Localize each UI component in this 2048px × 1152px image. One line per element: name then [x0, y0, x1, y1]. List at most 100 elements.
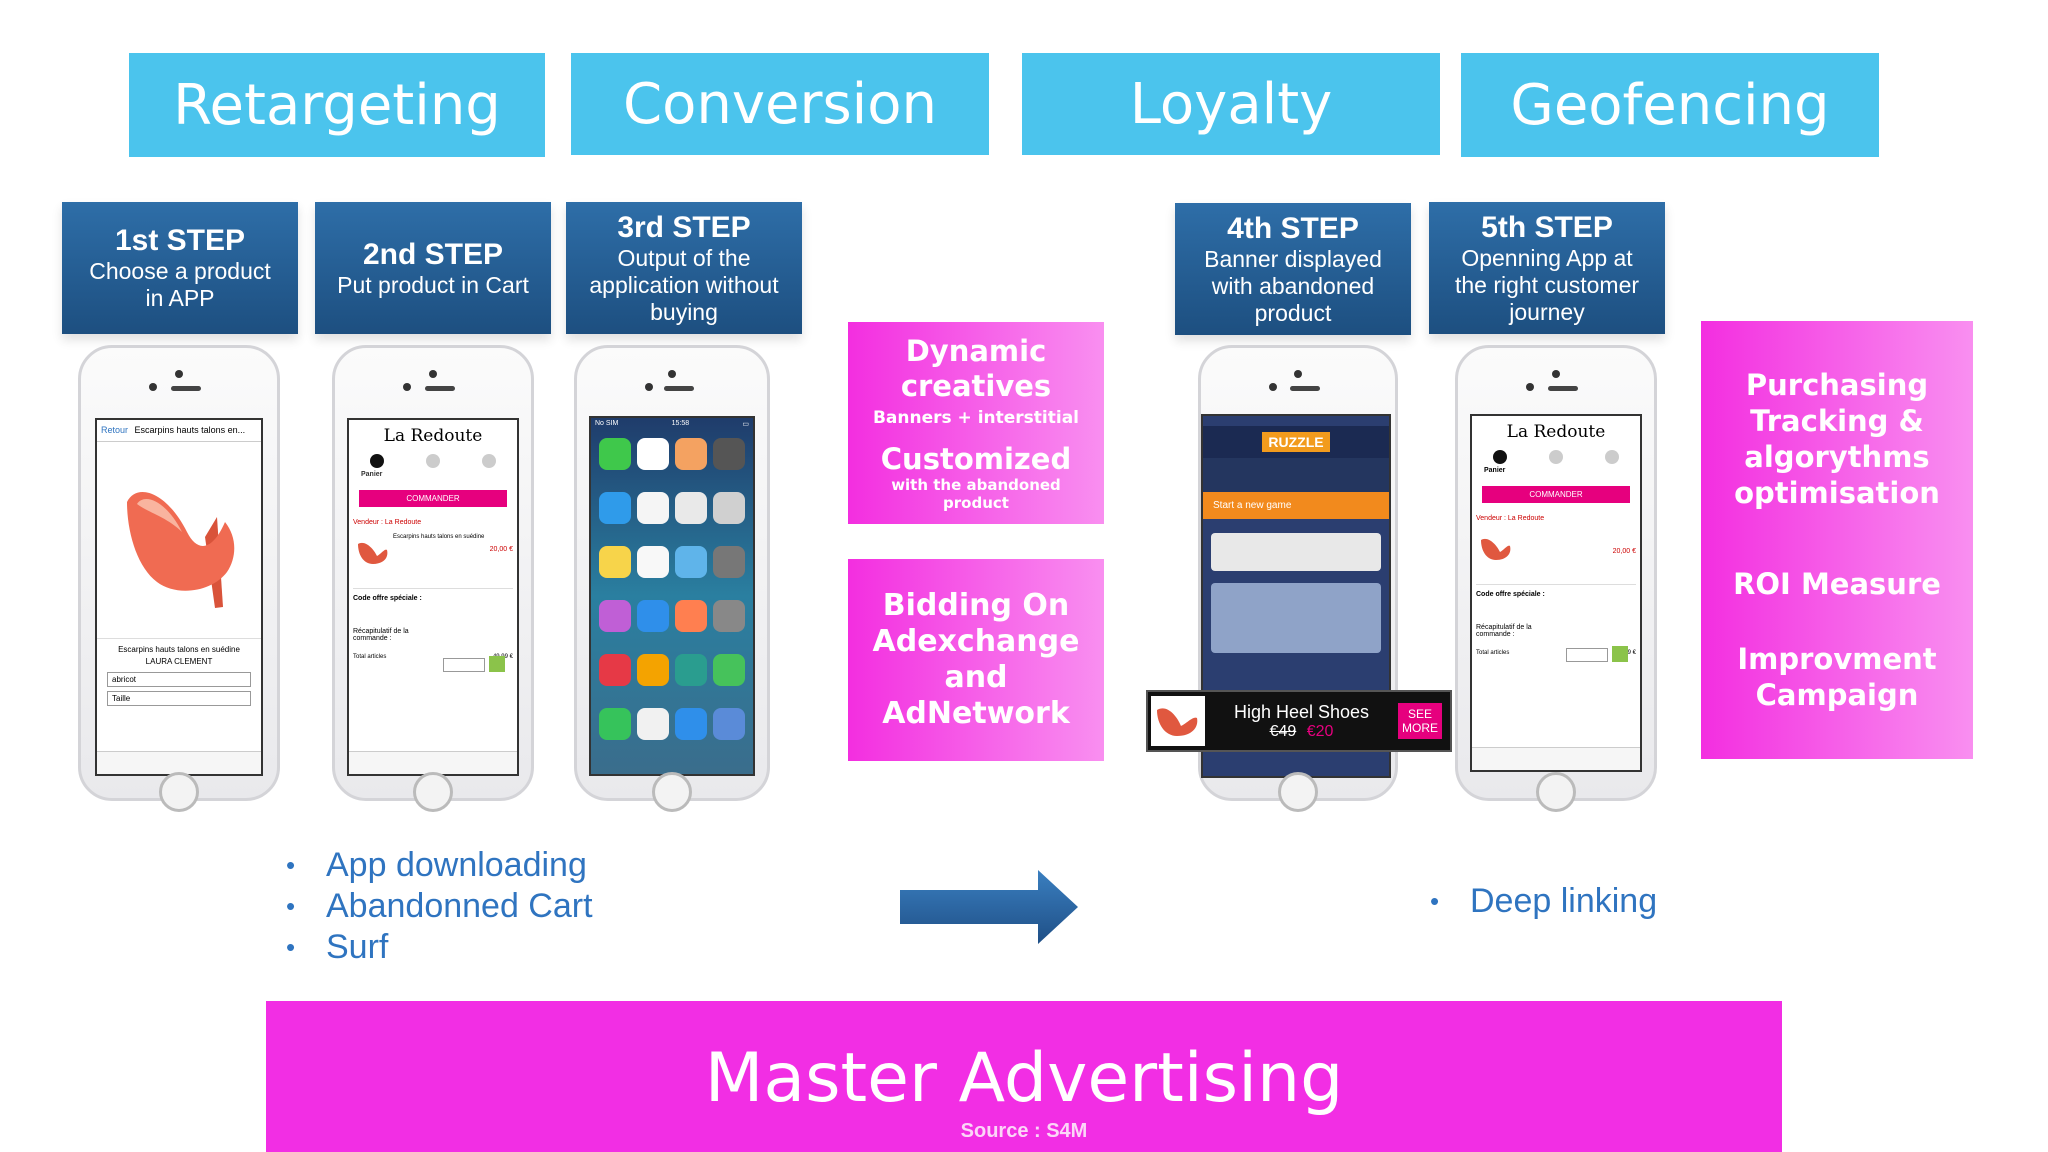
banner-shoe-thumb: [1151, 696, 1205, 746]
app-icon[interactable]: [637, 600, 669, 632]
tracking-box: Purchasing Tracking & algorythms optimis…: [1701, 321, 1973, 759]
app-icon[interactable]: [599, 546, 631, 578]
speaker-icon: [425, 386, 455, 391]
code-offer-label: Code offre spéciale :: [1476, 584, 1636, 598]
bidding-box: Bidding On Adexchange and AdNetwork: [848, 559, 1104, 761]
app-icon[interactable]: [675, 492, 707, 524]
app-icon[interactable]: [637, 654, 669, 686]
bullet-item: Abandonned Cart: [286, 886, 593, 927]
camera-icon: [175, 370, 183, 378]
app-icon[interactable]: [637, 708, 669, 740]
app-icon[interactable]: [675, 708, 707, 740]
category-label: Loyalty: [1129, 71, 1333, 137]
game-toolbar: [1203, 458, 1389, 492]
category-loyalty: Loyalty: [1022, 53, 1440, 155]
step-desc: Choose a product in APP: [89, 258, 271, 311]
camera-icon: [1552, 370, 1560, 378]
app-icon[interactable]: [599, 708, 631, 740]
sensor-dot: [149, 383, 157, 391]
color-select[interactable]: abricot: [107, 672, 251, 687]
see-more-button[interactable]: SEE MORE: [1398, 703, 1442, 739]
camera-icon: [1294, 370, 1302, 378]
home-button[interactable]: [413, 772, 453, 812]
category-geofencing: Geofencing: [1461, 53, 1879, 157]
banner-ad[interactable]: High Heel Shoes €49 €20 SEE MORE: [1146, 690, 1452, 752]
improvment-text: Improvment Campaign: [1737, 642, 1937, 712]
start-game-button[interactable]: Start a new game: [1203, 492, 1389, 519]
app-icon[interactable]: [599, 438, 631, 470]
app-icon[interactable]: [599, 600, 631, 632]
shoe-body: [127, 492, 235, 591]
commander-button[interactable]: COMMANDER: [359, 490, 507, 507]
app-icon[interactable]: [713, 654, 745, 686]
app-icon[interactable]: [599, 654, 631, 686]
app-icon[interactable]: [637, 492, 669, 524]
code-input[interactable]: [443, 658, 485, 672]
speaker-icon: [1548, 386, 1578, 391]
bottom-tabbar: [97, 751, 261, 774]
app-icon[interactable]: [675, 654, 707, 686]
roi-text: ROI Measure: [1733, 567, 1941, 601]
category-label: Conversion: [623, 71, 937, 137]
app-icon[interactable]: [637, 546, 669, 578]
game-logo: RUZZLE: [1262, 432, 1330, 452]
app-icon[interactable]: [713, 708, 745, 740]
bullet-list-left: App downloading Abandonned Cart Surf: [286, 845, 593, 968]
step-4-box: 4th STEP Banner displayed with abandoned…: [1175, 203, 1411, 335]
app-icon[interactable]: [675, 546, 707, 578]
cart-steps: [349, 454, 517, 468]
player-card[interactable]: [1211, 533, 1381, 571]
home-button[interactable]: [1536, 772, 1576, 812]
sensor-dot: [403, 383, 411, 391]
step-1-box: 1st STEP Choose a product in APP: [62, 202, 298, 334]
size-select[interactable]: Taille: [107, 691, 251, 706]
app-icon[interactable]: [713, 438, 745, 470]
app-icon[interactable]: [637, 438, 669, 470]
phone-1-screen: Retour Escarpins hauts talons en... Esca…: [95, 418, 263, 776]
brand-logo: La Redoute: [1506, 422, 1606, 442]
category-label: Geofencing: [1510, 72, 1830, 138]
step-title: 5th STEP: [1481, 210, 1613, 244]
bullet-item: App downloading: [286, 845, 593, 886]
step-title: 1st STEP: [114, 224, 246, 257]
item-name: Escarpins hauts talons en suédine: [393, 534, 485, 540]
code-ok-button[interactable]: [489, 656, 505, 672]
app-icon[interactable]: [599, 492, 631, 524]
step-desc: Openning App at the right customer journ…: [1454, 244, 1640, 325]
phone-3-screen: No SIM 15:58 ▭: [589, 416, 755, 776]
code-input[interactable]: [1566, 648, 1608, 662]
step-5-box: 5th STEP Openning App at the right custo…: [1429, 202, 1665, 334]
step-title: 2nd STEP: [362, 237, 504, 271]
vendeur-label: Vendeur : La Redoute: [1476, 515, 1545, 522]
app-icon[interactable]: [713, 492, 745, 524]
home-button[interactable]: [652, 772, 692, 812]
phone-1: Retour Escarpins hauts talons en... Esca…: [78, 345, 280, 812]
step-circle: [1605, 450, 1619, 464]
code-offer-label: Code offre spéciale :: [353, 588, 513, 602]
step-desc: Put product in Cart: [337, 271, 529, 298]
commander-button[interactable]: COMMANDER: [1482, 486, 1630, 503]
vendeur-label: Vendeur : La Redoute: [353, 519, 422, 526]
total-label: Total articles: [1476, 650, 1510, 656]
app-icon[interactable]: [713, 546, 745, 578]
speaker-icon: [1290, 386, 1320, 391]
product-brand: LAURA CLEMENT: [145, 657, 213, 666]
app-icon[interactable]: [675, 438, 707, 470]
app-icon[interactable]: [675, 600, 707, 632]
banner-title: High Heel Shoes: [1233, 701, 1370, 722]
app-icon[interactable]: [713, 600, 745, 632]
panier-label: Panier: [1484, 467, 1506, 474]
item-price: 20,00 €: [1612, 548, 1636, 555]
phone-2-screen: La Redoute Panier COMMANDER Vendeur : La…: [347, 418, 519, 776]
bottom-tabbar: [1472, 747, 1640, 770]
waiting-card[interactable]: [1211, 583, 1381, 653]
home-button[interactable]: [159, 772, 199, 812]
cart-item: 20,00 €: [1476, 530, 1636, 566]
panier-label: Panier: [361, 471, 383, 478]
code-ok-button[interactable]: [1612, 646, 1628, 662]
master-advertising-banner: Master Advertising Source : S4M: [266, 1001, 1782, 1152]
product-caption: Escarpins hauts talons en suédine LAURA …: [97, 638, 261, 666]
status-bar: No SIM 15:58 ▭: [591, 418, 753, 430]
back-link[interactable]: Retour: [101, 425, 129, 435]
home-button[interactable]: [1278, 772, 1318, 812]
